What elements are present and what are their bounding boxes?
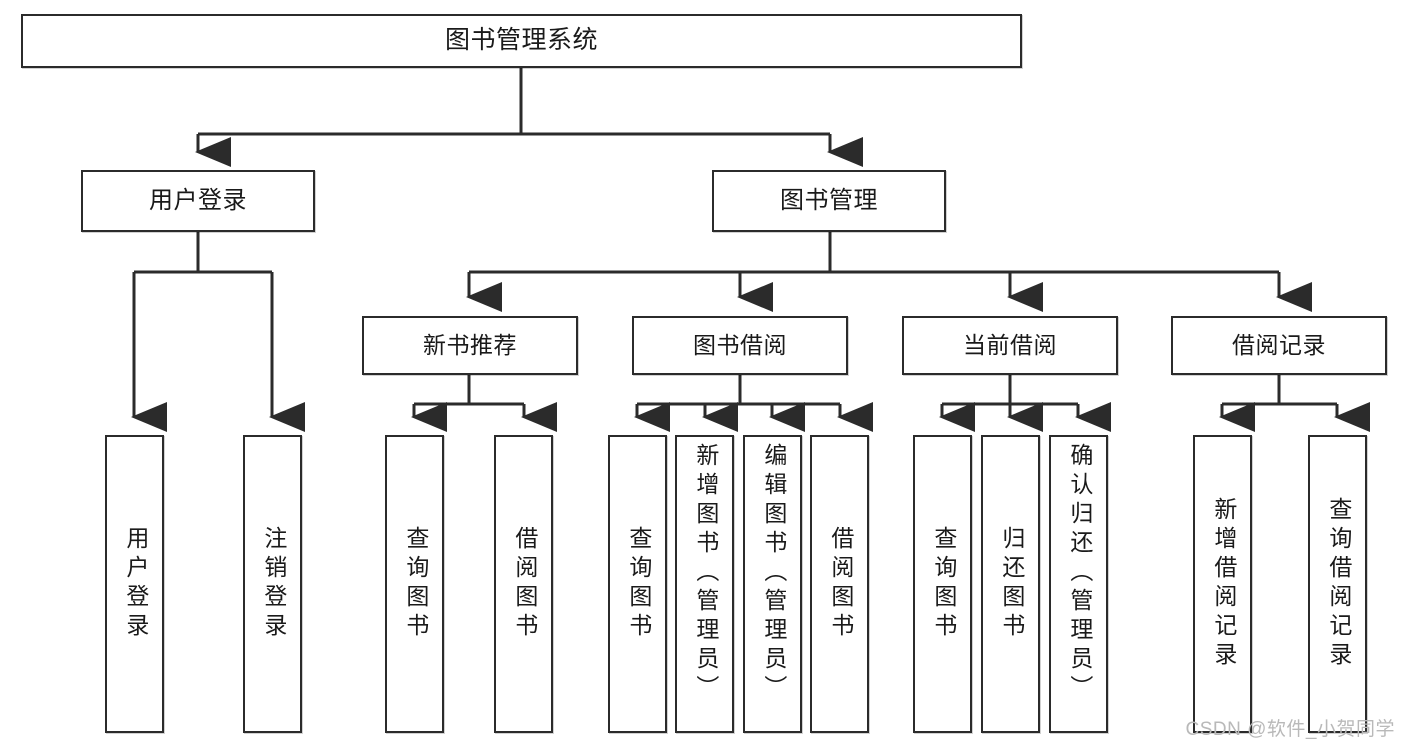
node-book-manage-label: 图书管理 [780, 186, 878, 214]
node-leaf-user-logout-label: 注销登录 [260, 526, 287, 642]
node-borrow-record-label: 借阅记录 [1232, 331, 1326, 358]
node-leaf-query-book-3[interactable]: 查询图书 [913, 435, 972, 733]
node-borrow-record[interactable]: 借阅记录 [1171, 316, 1387, 375]
node-leaf-borrow-book-1[interactable]: 借阅图书 [494, 435, 553, 733]
node-leaf-query-record-label: 查询借阅记录 [1325, 497, 1352, 671]
node-leaf-add-book-label: 新增图书（管理员） [692, 443, 719, 704]
node-leaf-confirm-return-label: 确认归还（管理员） [1066, 443, 1093, 704]
node-leaf-borrow-book-2-label: 借阅图书 [827, 526, 854, 642]
watermark-text: CSDN @软件_小贺同学 [1185, 719, 1395, 740]
node-leaf-user-login-label: 用户登录 [122, 526, 149, 642]
node-leaf-add-book[interactable]: 新增图书（管理员） [675, 435, 734, 733]
node-root[interactable]: 图书管理系统 [21, 14, 1022, 68]
node-leaf-return-book-label: 归还图书 [998, 526, 1025, 642]
node-root-label: 图书管理系统 [444, 26, 598, 55]
node-leaf-query-book-2[interactable]: 查询图书 [608, 435, 667, 733]
node-leaf-edit-book[interactable]: 编辑图书（管理员） [743, 435, 802, 733]
node-leaf-user-login[interactable]: 用户登录 [105, 435, 164, 733]
node-leaf-edit-book-label: 编辑图书（管理员） [760, 443, 787, 704]
node-user-login[interactable]: 用户登录 [81, 170, 315, 232]
node-current-borrow[interactable]: 当前借阅 [902, 316, 1118, 375]
node-leaf-query-book-2-label: 查询图书 [625, 526, 652, 642]
node-book-borrow[interactable]: 图书借阅 [632, 316, 848, 375]
node-new-book-recommend-label: 新书推荐 [423, 331, 517, 358]
node-leaf-query-record[interactable]: 查询借阅记录 [1308, 435, 1367, 733]
node-new-book-recommend[interactable]: 新书推荐 [362, 316, 578, 375]
node-leaf-add-record-label: 新增借阅记录 [1210, 497, 1237, 671]
node-book-manage[interactable]: 图书管理 [712, 170, 946, 232]
node-leaf-add-record[interactable]: 新增借阅记录 [1193, 435, 1252, 733]
node-leaf-borrow-book-1-label: 借阅图书 [511, 526, 538, 642]
node-leaf-user-logout[interactable]: 注销登录 [243, 435, 302, 733]
node-user-login-label: 用户登录 [149, 186, 247, 214]
node-leaf-query-book-1[interactable]: 查询图书 [385, 435, 444, 733]
node-leaf-borrow-book-2[interactable]: 借阅图书 [810, 435, 869, 733]
node-current-borrow-label: 当前借阅 [963, 331, 1057, 358]
node-book-borrow-label: 图书借阅 [693, 331, 787, 358]
node-leaf-confirm-return[interactable]: 确认归还（管理员） [1049, 435, 1108, 733]
node-leaf-query-book-3-label: 查询图书 [930, 526, 957, 642]
node-leaf-query-book-1-label: 查询图书 [402, 526, 429, 642]
node-leaf-return-book[interactable]: 归还图书 [981, 435, 1040, 733]
